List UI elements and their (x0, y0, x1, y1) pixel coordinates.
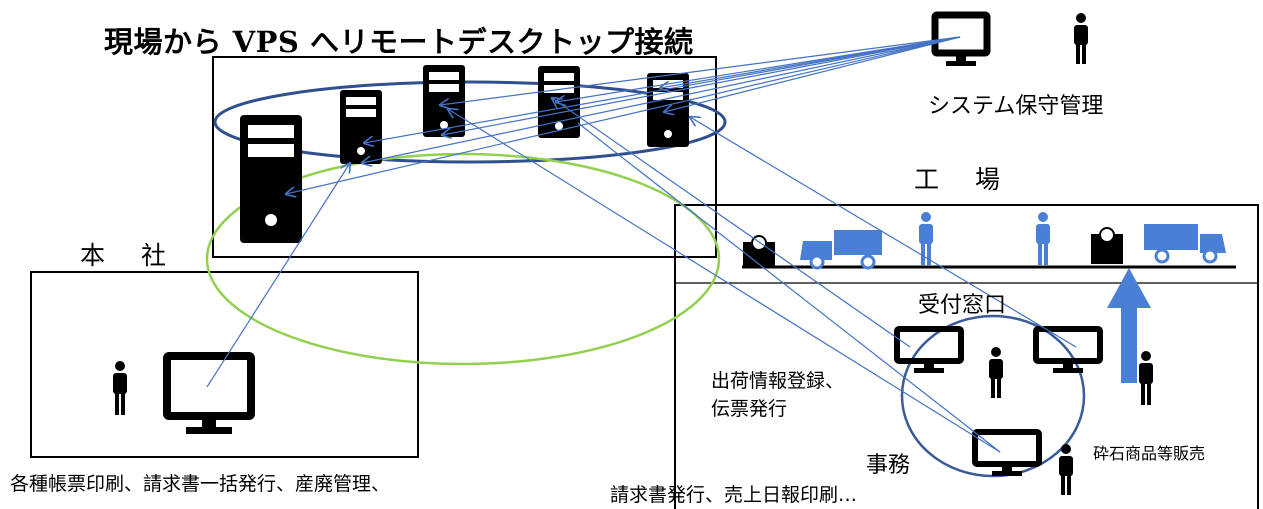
maintenance-label: システム保守管理 (928, 94, 1104, 119)
server-icon (340, 90, 382, 164)
headquarters-box (30, 271, 419, 458)
sales-label: 砕石商品等販売 (1093, 444, 1206, 463)
office-label: 事務 (866, 453, 911, 478)
monitor-icon (972, 429, 1042, 476)
server-icon (240, 115, 302, 243)
monitor-icon (931, 11, 991, 66)
person-icon (919, 212, 933, 265)
factory-label: 工 場 (914, 165, 1014, 194)
shipping-label: 出荷情報登録、 (711, 370, 845, 392)
scale-icon (1091, 227, 1123, 264)
person-icon (1059, 444, 1073, 495)
server-ring (213, 80, 727, 164)
truck-icon (1144, 224, 1226, 264)
slip-label: 伝票発行 (711, 398, 788, 420)
person-icon (1036, 212, 1050, 265)
person-icon (1074, 13, 1088, 64)
reception-label: 受付窓口 (918, 293, 1007, 318)
headquarters-caption: 各種帳票印刷、請求書一括発行、産廃管理、 (10, 473, 391, 495)
page-title: 現場から VPS へリモートデスクトップ接続 (104, 25, 694, 59)
invoice-caption: 請求書発行、売上日報印刷… (610, 484, 858, 506)
monitor-icon (1033, 326, 1103, 373)
scale-icon (743, 235, 775, 267)
connection-lines (206, 36, 1077, 453)
vps-box (212, 56, 717, 258)
person-icon (1139, 351, 1153, 405)
monitor-icon (894, 326, 964, 373)
headquarters-label: 本 社 (80, 241, 180, 270)
truck-icon (800, 230, 882, 270)
monitor-icon (163, 352, 255, 434)
factory-box (674, 204, 1259, 509)
up-arrow-icon (1107, 268, 1151, 383)
person-icon (113, 361, 127, 415)
headquarters-ring (205, 152, 721, 366)
person-icon (989, 347, 1003, 398)
